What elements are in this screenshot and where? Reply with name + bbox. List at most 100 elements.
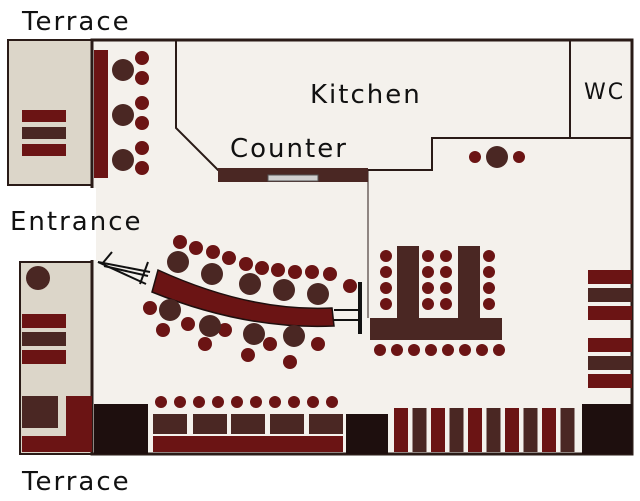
round-table [486, 146, 508, 168]
terrace-table [22, 110, 66, 122]
seat [212, 396, 224, 408]
entrance-rail [97, 251, 151, 285]
seat [440, 250, 452, 262]
seat [476, 344, 488, 356]
seat [135, 51, 149, 65]
seat [380, 282, 392, 294]
seat [193, 396, 205, 408]
storage-block [346, 414, 388, 454]
kitchen-label: Kitchen [310, 80, 422, 110]
seat [239, 257, 253, 271]
seat [422, 266, 434, 278]
terrace-top-label: Terrace [21, 7, 131, 37]
round-table [112, 104, 134, 126]
seat [263, 337, 277, 351]
wall-table [588, 288, 632, 302]
terrace-bench [22, 436, 92, 452]
round-table [243, 323, 265, 345]
seat [283, 355, 297, 369]
seat [305, 265, 319, 279]
seat [206, 245, 220, 259]
booth-table [270, 414, 304, 434]
round-table [112, 149, 134, 171]
bench-slat [449, 408, 464, 452]
booth-bench [153, 436, 343, 452]
storage-block [94, 404, 148, 454]
seat [343, 279, 357, 293]
bar-rail [334, 282, 362, 334]
bench-slat [412, 408, 427, 452]
round-table [167, 251, 189, 273]
bench-slat [486, 408, 501, 452]
round-table [283, 325, 305, 347]
bench-slat [542, 408, 556, 452]
seat [440, 266, 452, 278]
seat [255, 261, 269, 275]
seat [380, 298, 392, 310]
wall-table [588, 356, 632, 370]
long-table [458, 246, 480, 318]
round-table [201, 263, 223, 285]
terrace-round-table [26, 266, 50, 290]
seat [222, 251, 236, 265]
seat [135, 141, 149, 155]
booth-table [193, 414, 227, 434]
seat [483, 250, 495, 262]
seat [391, 344, 403, 356]
bench-slat [394, 408, 408, 452]
seat [307, 396, 319, 408]
seat [311, 337, 325, 351]
seat [198, 337, 212, 351]
seat [380, 266, 392, 278]
seat [135, 96, 149, 110]
seat [135, 161, 149, 175]
seat [155, 396, 167, 408]
entrance-gap [88, 188, 96, 260]
terrace-table [22, 314, 66, 328]
wall-table [588, 306, 632, 320]
seat [174, 396, 186, 408]
seat [250, 396, 262, 408]
round-table [307, 283, 329, 305]
seat [422, 282, 434, 294]
seat [442, 344, 454, 356]
wall-table [588, 338, 632, 352]
terrace-table [22, 127, 66, 139]
curved-bar [151, 268, 335, 328]
round-table [239, 273, 261, 295]
seat [425, 344, 437, 356]
seat [271, 263, 285, 277]
seat [231, 396, 243, 408]
wall-bench [94, 50, 108, 178]
terrace-table [22, 350, 66, 364]
round-table [159, 299, 181, 321]
long-table [397, 246, 419, 318]
seat [374, 344, 386, 356]
seat [422, 250, 434, 262]
seat [483, 298, 495, 310]
entrance-label: Entrance [10, 207, 143, 237]
seat [459, 344, 471, 356]
seat [408, 344, 420, 356]
seat [440, 298, 452, 310]
bench-slat [468, 408, 482, 452]
seat [326, 396, 338, 408]
seat [189, 241, 203, 255]
terrace-table [22, 332, 66, 346]
seat [440, 282, 452, 294]
seat [422, 298, 434, 310]
terrace-table [22, 144, 66, 156]
bench-slat [523, 408, 538, 452]
terrace-bottom-label: Terrace [21, 467, 131, 497]
seat [156, 323, 170, 337]
bench-slat [505, 408, 519, 452]
seat [218, 323, 232, 337]
seat [288, 265, 302, 279]
seat [143, 301, 157, 315]
wall-table [588, 270, 632, 284]
seat [323, 267, 337, 281]
bench-slat [560, 408, 575, 452]
storage-block [582, 404, 632, 454]
seat [135, 116, 149, 130]
